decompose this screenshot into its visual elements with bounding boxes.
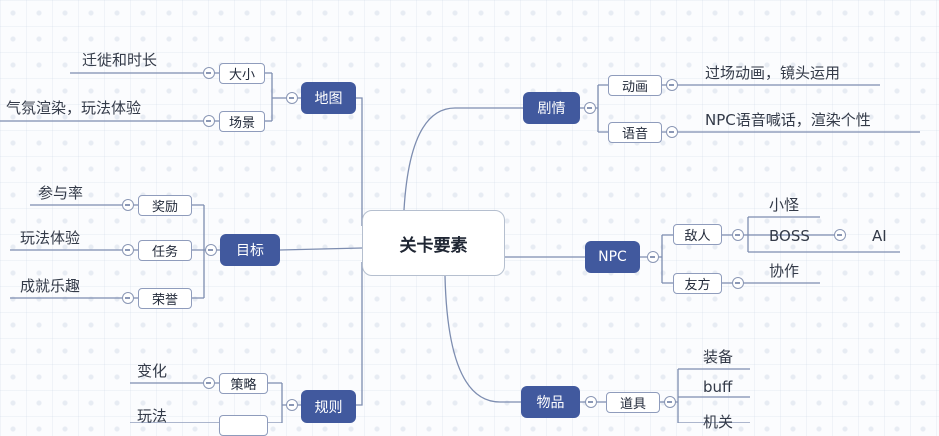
collapse-toggle-plot[interactable] [584,102,596,114]
subtopic-npc-enemy[interactable]: 敌人 [673,224,722,245]
link-central-goal [279,247,363,251]
collapse-toggle-map[interactable] [286,92,298,104]
collapse-toggle-npc-boss[interactable] [834,229,846,241]
collapse-toggle-plot-voice[interactable] [666,126,678,138]
leaf-npc-cooperate: 协作 [769,261,800,280]
collapse-toggle-rules[interactable] [286,399,298,411]
leaf-items-mechanism: 机关 [703,412,734,431]
collapse-toggle-plot-animation[interactable] [666,79,678,91]
subtopic-items-prop[interactable]: 道具 [606,392,660,413]
collapse-toggle-goal-task[interactable] [122,244,134,256]
collapse-toggle-map-size[interactable] [203,67,215,79]
branch-rules[interactable]: 规则 [301,390,356,423]
leaf-plot-animation: 过场动画，镜头运用 [705,63,841,82]
leaf-plot-voice: NPC语音喊话，渲染个性 [705,110,871,129]
leaf-goal-reward: 参与率 [38,183,84,202]
link-central-rules [356,262,363,406]
leaf-npc-minion: 小怪 [769,195,800,214]
subtopic-plot-animation[interactable]: 动画 [608,75,662,96]
subtopic-map-size[interactable]: 大小 [219,63,265,84]
collapse-toggle-npc[interactable] [647,251,659,263]
leaf-npc-ai: AI [872,227,887,245]
collapse-toggle-items[interactable] [585,396,597,408]
subtopic-goal-reward[interactable]: 奖励 [138,195,192,216]
subtopic-rules-strategy[interactable]: 策略 [219,373,268,394]
subtopic-goal-task[interactable]: 任务 [138,240,192,261]
collapse-toggle-goal-reward[interactable] [122,199,134,211]
collapse-toggle-rules-strategy[interactable] [203,377,215,389]
leaf-npc-boss: BOSS [769,227,810,245]
branch-goal[interactable]: 目标 [220,234,280,266]
leaf-rules-gameplay: 玩法 [137,406,168,425]
collapse-toggle-goal-honor[interactable] [122,292,134,304]
collapse-toggle-npc-ally[interactable] [732,277,744,289]
leaf-rules-change: 变化 [137,361,168,380]
leaf-map-size: 迁徙和时长 [82,50,158,69]
subtopic-goal-honor[interactable]: 荣誉 [138,288,192,309]
collapse-toggle-npc-enemy[interactable] [732,229,744,241]
leaf-goal-task: 玩法体验 [20,228,81,247]
collapse-toggle-goal[interactable] [205,244,217,256]
subtopic-rules-second[interactable] [219,415,268,436]
link-central-items [444,275,521,403]
subtopic-map-scene[interactable]: 场景 [219,111,265,132]
collapse-toggle-items-prop[interactable] [664,396,676,408]
branch-items[interactable]: 物品 [521,386,580,418]
branch-plot[interactable]: 剧情 [523,92,580,124]
link-central-map [356,97,363,226]
branch-npc[interactable]: NPC [585,241,640,273]
collapse-toggle-map-scene[interactable] [203,115,215,127]
link-central-plot [403,107,523,211]
subtopic-plot-voice[interactable]: 语音 [608,122,662,143]
leaf-map-scene: 气氛渲染，玩法体验 [6,98,142,117]
leaf-items-equipment: 装备 [703,347,734,366]
branch-map[interactable]: 地图 [301,82,356,114]
central-topic[interactable]: 关卡要素 [362,210,505,276]
leaf-items-buff: buff [703,378,733,396]
subtopic-npc-ally[interactable]: 友方 [673,273,722,294]
leaf-goal-honor: 成就乐趣 [20,276,81,295]
